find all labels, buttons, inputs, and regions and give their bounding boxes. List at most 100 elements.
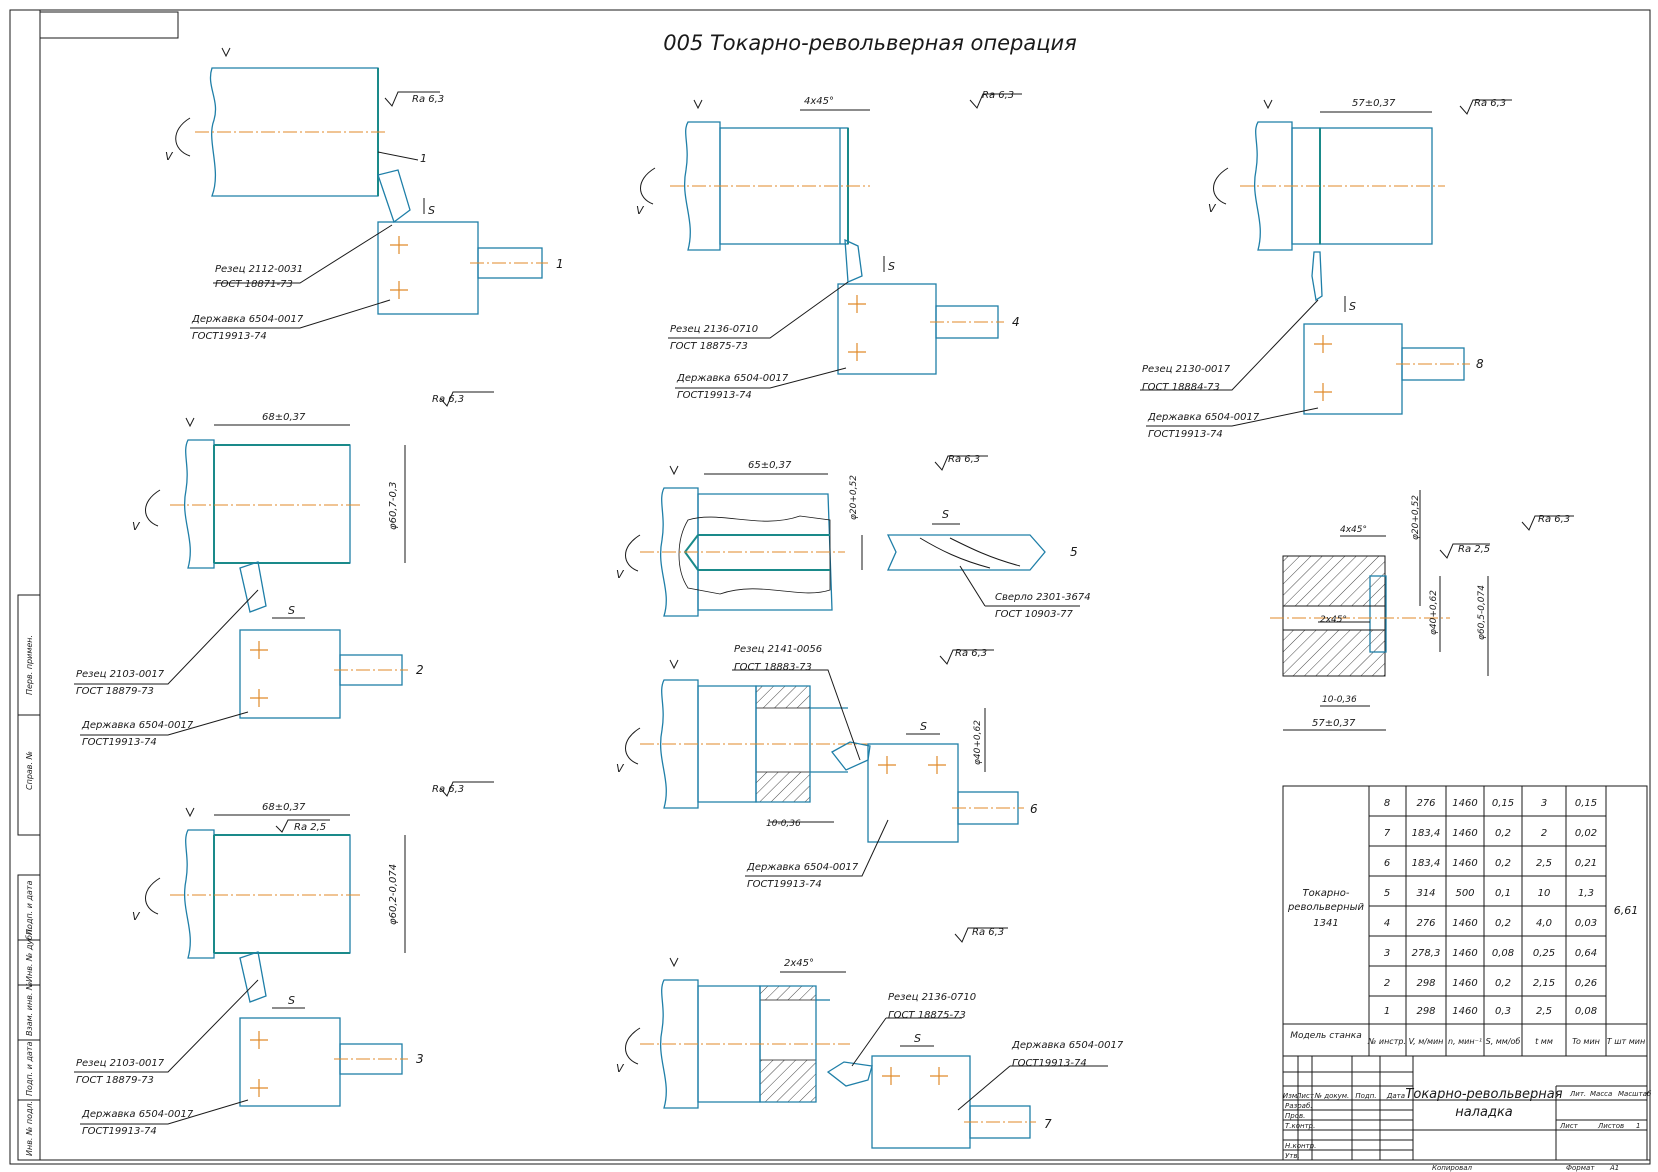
title-block: Изм Лист № докум. Подп. Дата Разраб. Про… xyxy=(1282,1055,1652,1172)
holder-std: ГОСТ19913-74 xyxy=(677,390,752,401)
length-dim: 57±0,37 xyxy=(1352,98,1396,109)
holder-std: ГОСТ19913-74 xyxy=(747,879,822,890)
cell: 278,3 xyxy=(1412,948,1441,959)
cell: 0,3 xyxy=(1495,1006,1511,1017)
chamfer-dim: 2х45° xyxy=(784,958,814,969)
feed-s: S xyxy=(288,994,295,1007)
rotation-arrow xyxy=(175,117,191,157)
v-label: V xyxy=(616,1062,625,1075)
v-label: V xyxy=(165,150,174,163)
tb-scale: Масштаб xyxy=(1618,1090,1652,1098)
position-number: 1 xyxy=(556,257,564,271)
cell: 0,25 xyxy=(1533,948,1555,959)
tool-std: ГОСТ 10903-77 xyxy=(995,609,1073,620)
cell: 2 xyxy=(1541,828,1547,839)
surface-number: 1 xyxy=(420,152,427,165)
hdr-to: To мин xyxy=(1572,1037,1600,1046)
roughness: Ra 6,3 xyxy=(982,90,1014,101)
cell: 298 xyxy=(1416,978,1435,989)
doc-name-2: наладка xyxy=(1455,1105,1513,1120)
tool-label: Резец 2130-0017 xyxy=(1142,364,1231,375)
cell: 1,3 xyxy=(1578,888,1594,899)
feed-s: S xyxy=(942,508,949,521)
setup-1: V 1 S Ra 6,3 1 Резец 2112-0031 ГОСТ 1887… xyxy=(165,47,564,342)
cell: 500 xyxy=(1455,888,1474,899)
tool-std: ГОСТ 18871-73 xyxy=(215,279,293,290)
setup-7: V 2х45° Ra 6,3 7 S Резец 2136-0710 ГОСТ … xyxy=(616,927,1124,1149)
cell: 0,2 xyxy=(1495,918,1511,929)
position-number: 7 xyxy=(1044,1117,1052,1131)
feed-s: S xyxy=(428,204,435,217)
cell: 0,2 xyxy=(1495,828,1511,839)
pv-roughness: Ra 6,3 xyxy=(1538,514,1570,525)
v-label: V xyxy=(616,762,625,775)
tb-lit: Лит. xyxy=(1569,1090,1586,1098)
roughness-fine: Ra 2,5 xyxy=(294,822,326,833)
cell: 0,08 xyxy=(1492,948,1514,959)
stamp-perv: Перв. примен. xyxy=(25,635,34,695)
dia-dim: φ60,7-0,3 xyxy=(388,482,399,530)
chamfer-dim: 4х45° xyxy=(804,96,834,107)
tool-std: ГОСТ 18883-73 xyxy=(734,662,812,673)
stamp-podp2: Подп. и дата xyxy=(25,1041,34,1096)
position-number: 2 xyxy=(416,663,424,677)
tb-prov: Пров. xyxy=(1285,1112,1305,1120)
cell: 0,2 xyxy=(1495,978,1511,989)
feed-s: S xyxy=(920,720,927,733)
cell: 0,26 xyxy=(1575,978,1597,989)
tb-list: Лист xyxy=(1295,1092,1315,1100)
tool-label: Сверло 2301-3674 xyxy=(995,592,1091,603)
holder-label: Державка 6504-0017 xyxy=(81,720,194,731)
v-label: V xyxy=(132,520,141,533)
hdr-n: n, мин⁻¹ xyxy=(1448,1037,1482,1046)
cell: 1460 xyxy=(1452,918,1477,929)
holder-label: Державка 6504-0017 xyxy=(746,862,859,873)
inner-frame xyxy=(39,9,1651,1161)
dia-dim: φ20+0,52 xyxy=(849,475,859,520)
cell: 1460 xyxy=(1452,798,1477,809)
holder xyxy=(377,221,479,315)
cell: 2 xyxy=(1384,978,1390,989)
position-number: 8 xyxy=(1476,357,1484,371)
cell: 10 xyxy=(1538,888,1551,899)
holder-std: ГОСТ19913-74 xyxy=(82,1126,157,1137)
tb-format: Формат xyxy=(1566,1164,1595,1172)
drawing-title: 005 Токарно-револьверная операция xyxy=(663,31,1077,55)
tool-std: ГОСТ 18879-73 xyxy=(76,1075,154,1086)
holder-std: ГОСТ19913-74 xyxy=(192,331,267,342)
machine-model-2: револьверный xyxy=(1287,902,1365,913)
v-label: V xyxy=(132,910,141,923)
cell: 0,08 xyxy=(1575,1006,1597,1017)
cell: 1 xyxy=(1384,1006,1390,1017)
tool-label: Резец 2103-0017 xyxy=(76,1058,165,1069)
pv-length: 57±0,37 xyxy=(1312,718,1356,729)
part-section-view: 4х45° 2х45° 10-0,36 57±0,37 φ20+0,52 φ40… xyxy=(1270,490,1574,731)
roughness: Ra 6,3 xyxy=(955,648,987,659)
cell: 2,5 xyxy=(1536,858,1552,869)
tool-std: ГОСТ 18884-73 xyxy=(1142,382,1220,393)
v-label: V xyxy=(1208,202,1217,215)
cell: 3 xyxy=(1541,798,1547,809)
tb-sheet: Лист xyxy=(1559,1122,1579,1130)
hdr-t: t мм xyxy=(1535,1037,1553,1046)
cell: 7 xyxy=(1384,828,1391,839)
dia-dim: φ60,2-0,074 xyxy=(388,864,399,925)
tool-label: Резец 2112-0031 xyxy=(215,264,303,275)
stamp-inv-dubl: Инв. № дубл. xyxy=(25,927,34,982)
modes-rows: 8 276 1460 0,15 3 0,15 7 183,4 1460 0,2 … xyxy=(1384,798,1597,1017)
position-number: 6 xyxy=(1030,802,1038,816)
machine-model-1: Токарно- xyxy=(1302,888,1349,899)
cell: 298 xyxy=(1416,1006,1435,1017)
cell: 0,21 xyxy=(1575,858,1597,869)
tb-utv: Утв. xyxy=(1285,1152,1300,1160)
cell: 0,15 xyxy=(1575,798,1597,809)
cell: 183,4 xyxy=(1412,828,1441,839)
modes-header: Модель станка № инстр. V, м/мин n, мин⁻¹… xyxy=(1290,1031,1645,1046)
tb-sheets-n: 1 xyxy=(1636,1122,1640,1130)
holder-label: Державка 6504-0017 xyxy=(676,373,789,384)
hdr-instr: № инстр. xyxy=(1367,1037,1406,1046)
position-number: 4 xyxy=(1012,315,1020,329)
cell: 1460 xyxy=(1452,1006,1477,1017)
modes-table: Токарно- револьверный 1341 6,61 8 276 14… xyxy=(1282,785,1648,1057)
pv-dia-60: φ60,5-0,074 xyxy=(1477,585,1487,640)
